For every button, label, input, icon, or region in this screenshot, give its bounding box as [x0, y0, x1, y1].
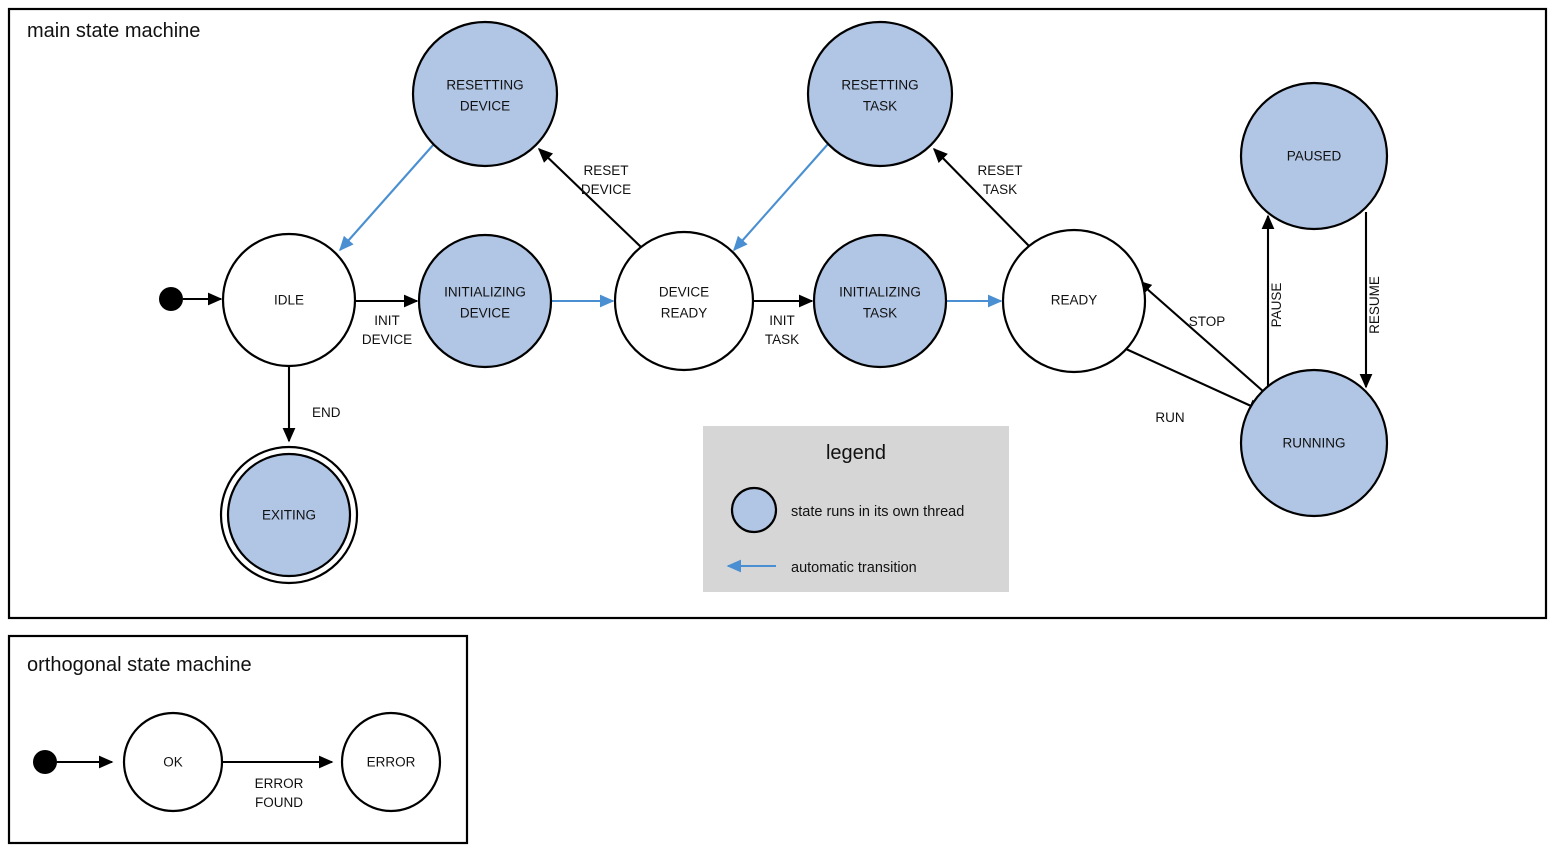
state-ok-circle[interactable]	[122, 711, 224, 813]
state-running[interactable]: RUNNING	[1239, 368, 1389, 518]
state-initializing-device[interactable]: INITIALIZING DEVICE	[417, 233, 553, 369]
edge-label-init-device-line1: INIT	[374, 313, 400, 328]
transition-device-ready-to-resetting-device	[537, 147, 642, 248]
state-ready-circle[interactable]	[1001, 228, 1147, 374]
state-device-ready[interactable]: DEVICE READY	[613, 230, 755, 372]
state-ready[interactable]: READY	[1001, 228, 1147, 374]
state-running-label: RUNNING	[1283, 436, 1346, 451]
state-initializing-task-circle[interactable]	[812, 233, 948, 369]
edge-label-init-device-line2: DEVICE	[362, 332, 412, 347]
transition-resetting-device-to-idle	[339, 143, 435, 252]
orthogonal-initial-state-marker	[33, 750, 57, 774]
main-states: IDLE RESETTING DEVICE INITIALIZING DEVIC…	[219, 20, 1389, 585]
state-initializing-task[interactable]: INITIALIZING TASK	[812, 233, 948, 369]
state-error-circle[interactable]	[340, 711, 442, 813]
state-device-ready-label-line2: READY	[661, 306, 708, 321]
edge-label-reset-task-line1: RESET	[977, 163, 1022, 178]
transition-resetting-task-to-device-ready	[733, 143, 829, 252]
legend: legend state runs in its own thread auto…	[703, 426, 1009, 592]
state-exiting-label: EXITING	[262, 508, 316, 523]
transition-ready-to-resetting-task	[932, 147, 1030, 247]
edge-label-error-found-line2: FOUND	[255, 795, 303, 810]
legend-title: legend	[826, 442, 886, 464]
edge-label-reset-device-line1: RESET	[583, 163, 628, 178]
state-exiting[interactable]: EXITING	[219, 445, 359, 585]
state-paused-circle[interactable]	[1239, 81, 1389, 231]
state-initializing-device-label-line2: DEVICE	[460, 306, 510, 321]
state-running-circle[interactable]	[1239, 368, 1389, 518]
edge-label-pause: PAUSE	[1269, 283, 1284, 328]
state-resetting-task-label-line2: TASK	[863, 99, 897, 114]
state-idle-circle[interactable]	[221, 232, 357, 368]
edge-label-end: END	[312, 405, 341, 420]
state-exiting-circle[interactable]	[226, 452, 352, 578]
state-idle[interactable]: IDLE	[221, 232, 357, 368]
main-state-machine-frame: main state machine	[7, 7, 1548, 620]
state-error-label: ERROR	[367, 755, 416, 770]
state-resetting-device-label-line1: RESETTING	[446, 78, 523, 93]
main-edge-labels: INIT DEVICE RESET DEVICE INIT TASK RESET…	[312, 163, 1382, 425]
edge-label-stop: STOP	[1189, 314, 1226, 329]
main-transitions	[183, 143, 1373, 443]
legend-item-2-text: automatic transition	[791, 560, 917, 576]
edge-label-resume: RESUME	[1367, 276, 1382, 334]
state-resetting-task-label-line1: RESETTING	[841, 78, 918, 93]
state-device-ready-circle[interactable]	[613, 230, 755, 372]
transition-running-to-ready	[1136, 280, 1265, 393]
edge-label-reset-device-line2: DEVICE	[581, 182, 631, 197]
edge-label-run: RUN	[1155, 410, 1184, 425]
state-initializing-device-circle[interactable]	[417, 233, 553, 369]
legend-thread-state-swatch-icon	[730, 486, 778, 534]
state-resetting-device[interactable]: RESETTING DEVICE	[411, 20, 559, 168]
edge-label-init-task-line1: INIT	[769, 313, 795, 328]
orthogonal-edge-labels: ERROR FOUND	[255, 776, 304, 810]
state-paused[interactable]: PAUSED	[1239, 81, 1389, 231]
state-initializing-task-label-line2: TASK	[863, 306, 897, 321]
state-resetting-device-circle[interactable]	[411, 20, 559, 168]
state-device-ready-label-line1: DEVICE	[659, 285, 709, 300]
edge-label-error-found-line1: ERROR	[255, 776, 304, 791]
state-ok[interactable]: OK	[122, 711, 224, 813]
edge-label-init-task-line2: TASK	[765, 332, 799, 347]
state-initializing-device-label-line1: INITIALIZING	[444, 285, 526, 300]
state-resetting-device-label-line2: DEVICE	[460, 99, 510, 114]
state-error[interactable]: ERROR	[340, 711, 442, 813]
main-frame-title: main state machine	[27, 20, 200, 42]
legend-item-1-text: state runs in its own thread	[791, 504, 964, 520]
state-resetting-task-circle[interactable]	[806, 20, 954, 168]
orthogonal-state-machine-frame: orthogonal state machine OK ERROR ERROR …	[7, 634, 469, 845]
legend-item-thread-state: state runs in its own thread	[730, 486, 964, 534]
state-paused-label: PAUSED	[1287, 149, 1342, 164]
transition-ready-to-running	[1125, 348, 1264, 412]
edge-label-reset-task-line2: TASK	[983, 182, 1017, 197]
state-ok-label: OK	[163, 755, 183, 770]
state-resetting-task[interactable]: RESETTING TASK	[806, 20, 954, 168]
state-idle-label: IDLE	[274, 293, 304, 308]
initial-state-marker	[159, 287, 183, 311]
state-ready-label: READY	[1051, 293, 1098, 308]
legend-item-auto-transition: automatic transition	[726, 559, 917, 576]
state-initializing-task-label-line1: INITIALIZING	[839, 285, 921, 300]
orthogonal-frame-title: orthogonal state machine	[27, 654, 252, 676]
